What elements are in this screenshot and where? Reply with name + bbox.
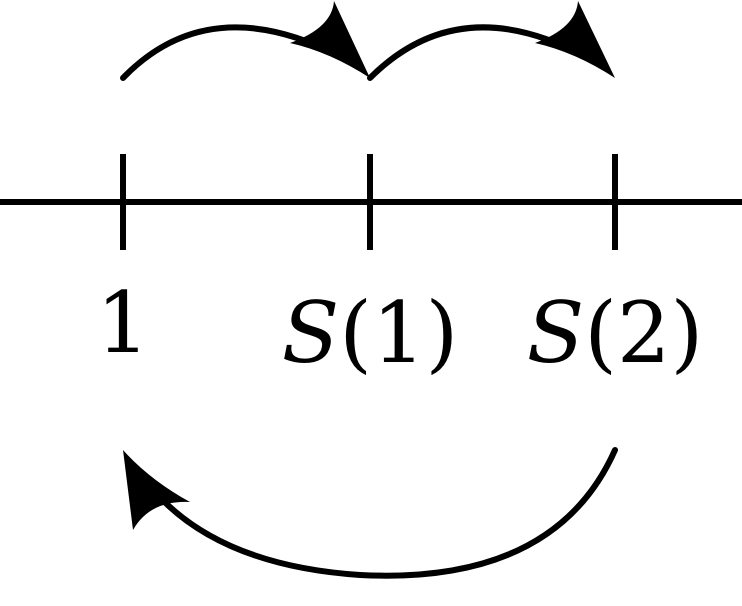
label-s2-function: S: [527, 284, 585, 382]
arrowhead-1-to-s1: [290, 1, 370, 78]
label-s1-function: S: [282, 284, 340, 382]
label-s1-argument: (1): [339, 284, 458, 382]
label-1: 1: [96, 274, 149, 372]
arrowhead-s1-to-s2: [535, 1, 615, 78]
arrow-s2-to-1: [142, 447, 618, 579]
label-s2-argument: (2): [584, 284, 703, 382]
label-s1: S(1): [282, 284, 459, 382]
arrowhead-s2-to-1: [123, 450, 190, 530]
label-s2: S(2): [527, 284, 704, 382]
